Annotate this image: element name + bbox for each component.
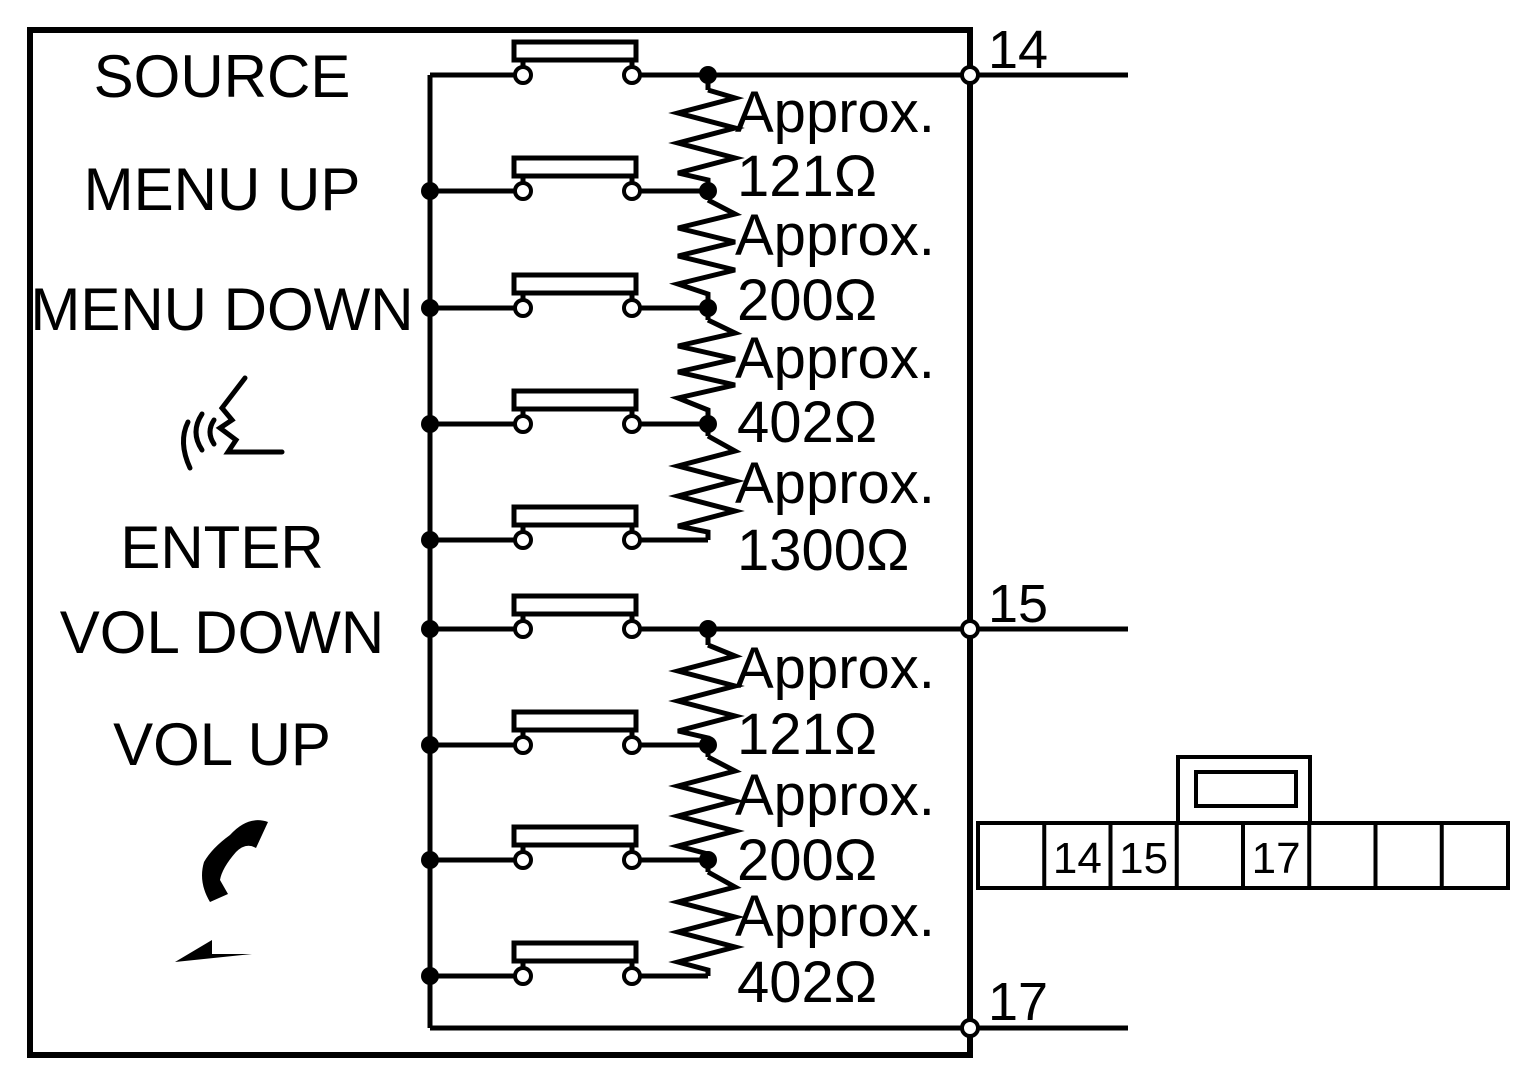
resistor-lower-3-label-1: Approx. (735, 884, 935, 949)
resistor-upper-2-label-2: 200Ω (737, 268, 877, 333)
button-label-menu-down: MENU DOWN (30, 276, 413, 343)
bus-junction-dot (421, 531, 439, 549)
button-label-vol-up: VOL UP (113, 711, 331, 778)
voice-icon (181, 375, 285, 471)
back-arrow-icon (175, 940, 252, 962)
switch-6 (421, 593, 717, 639)
bus-junction-dot (421, 415, 439, 433)
button-label-enter: ENTER (120, 514, 323, 581)
bus-junction-dot (421, 736, 439, 754)
connector-lock-slot (1194, 770, 1298, 808)
connector-cell-label: 14 (1053, 834, 1102, 883)
resistor-lower-1-label-2: 121Ω (737, 702, 877, 767)
upper-resistor-ladder (633, 75, 745, 543)
terminal-15-pin (960, 619, 980, 639)
lower-resistor-ladder (633, 629, 745, 979)
button-label-source: SOURCE (94, 43, 351, 110)
resistor-lower-2-label-1: Approx. (735, 763, 935, 828)
resistor-upper-4-label-1: Approx. (735, 451, 935, 516)
switch-7 (421, 709, 717, 755)
switch-3 (421, 272, 717, 318)
button-label-menu-up: MENU UP (84, 156, 361, 223)
terminal-17-label: 17 (988, 972, 1048, 1032)
connector-face: 14 15 17 (976, 755, 1510, 890)
resistor-junction-dot (699, 736, 717, 754)
resistor-junction-dot (699, 851, 717, 869)
resistor-lower-2-label-2: 200Ω (737, 828, 877, 893)
resistor-upper-2-label-1: Approx. (735, 203, 935, 268)
switch-group (421, 39, 717, 986)
switch-5 (421, 504, 642, 550)
bus-junction-dot (421, 299, 439, 317)
switch-2 (421, 155, 717, 201)
switch-housing-outline (27, 27, 973, 1058)
switch-4 (421, 388, 717, 434)
resistor-upper-3-label-2: 402Ω (737, 390, 877, 455)
switch-9 (421, 940, 642, 986)
switch-1 (430, 39, 717, 85)
resistor-lower-1-label-1: Approx. (735, 636, 935, 701)
resistor-upper-3-label-1: Approx. (735, 326, 935, 391)
bus-junction-dot (421, 967, 439, 985)
bus-junction-dot (421, 182, 439, 200)
switch-8 (421, 824, 717, 870)
resistor-junction-dot (699, 182, 717, 200)
resistor-upper-1-label-1: Approx. (735, 80, 935, 145)
resistor-upper-1-label-2: 121Ω (737, 144, 877, 209)
resistor-lower-3-label-2: 402Ω (737, 950, 877, 1015)
terminal-14-pin (960, 65, 980, 85)
resistor-upper-4-label-2: 1300Ω (737, 518, 909, 583)
phone-icon (202, 820, 268, 902)
terminal-15-label: 15 (988, 574, 1048, 634)
resistor-junction-dot (699, 66, 717, 84)
bus-junction-dot (421, 851, 439, 869)
terminal-14-label: 14 (988, 20, 1048, 80)
bus-junction-dot (421, 620, 439, 638)
button-label-vol-down: VOL DOWN (60, 599, 384, 666)
resistor-junction-dot (699, 620, 717, 638)
connector-cell-label: 17 (1252, 834, 1301, 883)
resistor-junction-dot (699, 299, 717, 317)
resistor-junction-dot (699, 415, 717, 433)
connector-cell-label: 15 (1119, 834, 1168, 883)
terminal-17-pin (960, 1018, 980, 1038)
